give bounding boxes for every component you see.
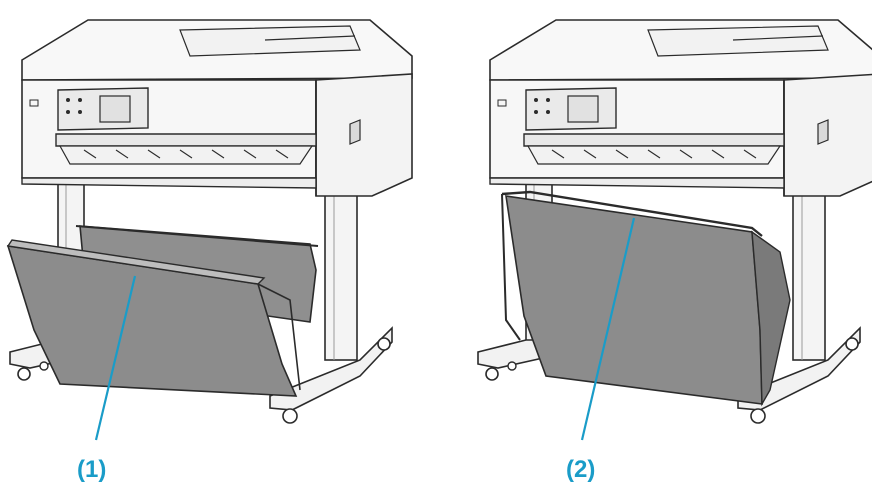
callout-2-leader-line xyxy=(580,217,636,441)
basket-hanging-panel xyxy=(505,195,763,405)
callout-label-1: (1) xyxy=(77,456,107,483)
figure-2-printer xyxy=(477,19,872,424)
callout-label-2: (2) xyxy=(566,456,596,483)
callout-1-leader-line xyxy=(94,275,137,441)
figure-1-printer xyxy=(6,19,413,424)
